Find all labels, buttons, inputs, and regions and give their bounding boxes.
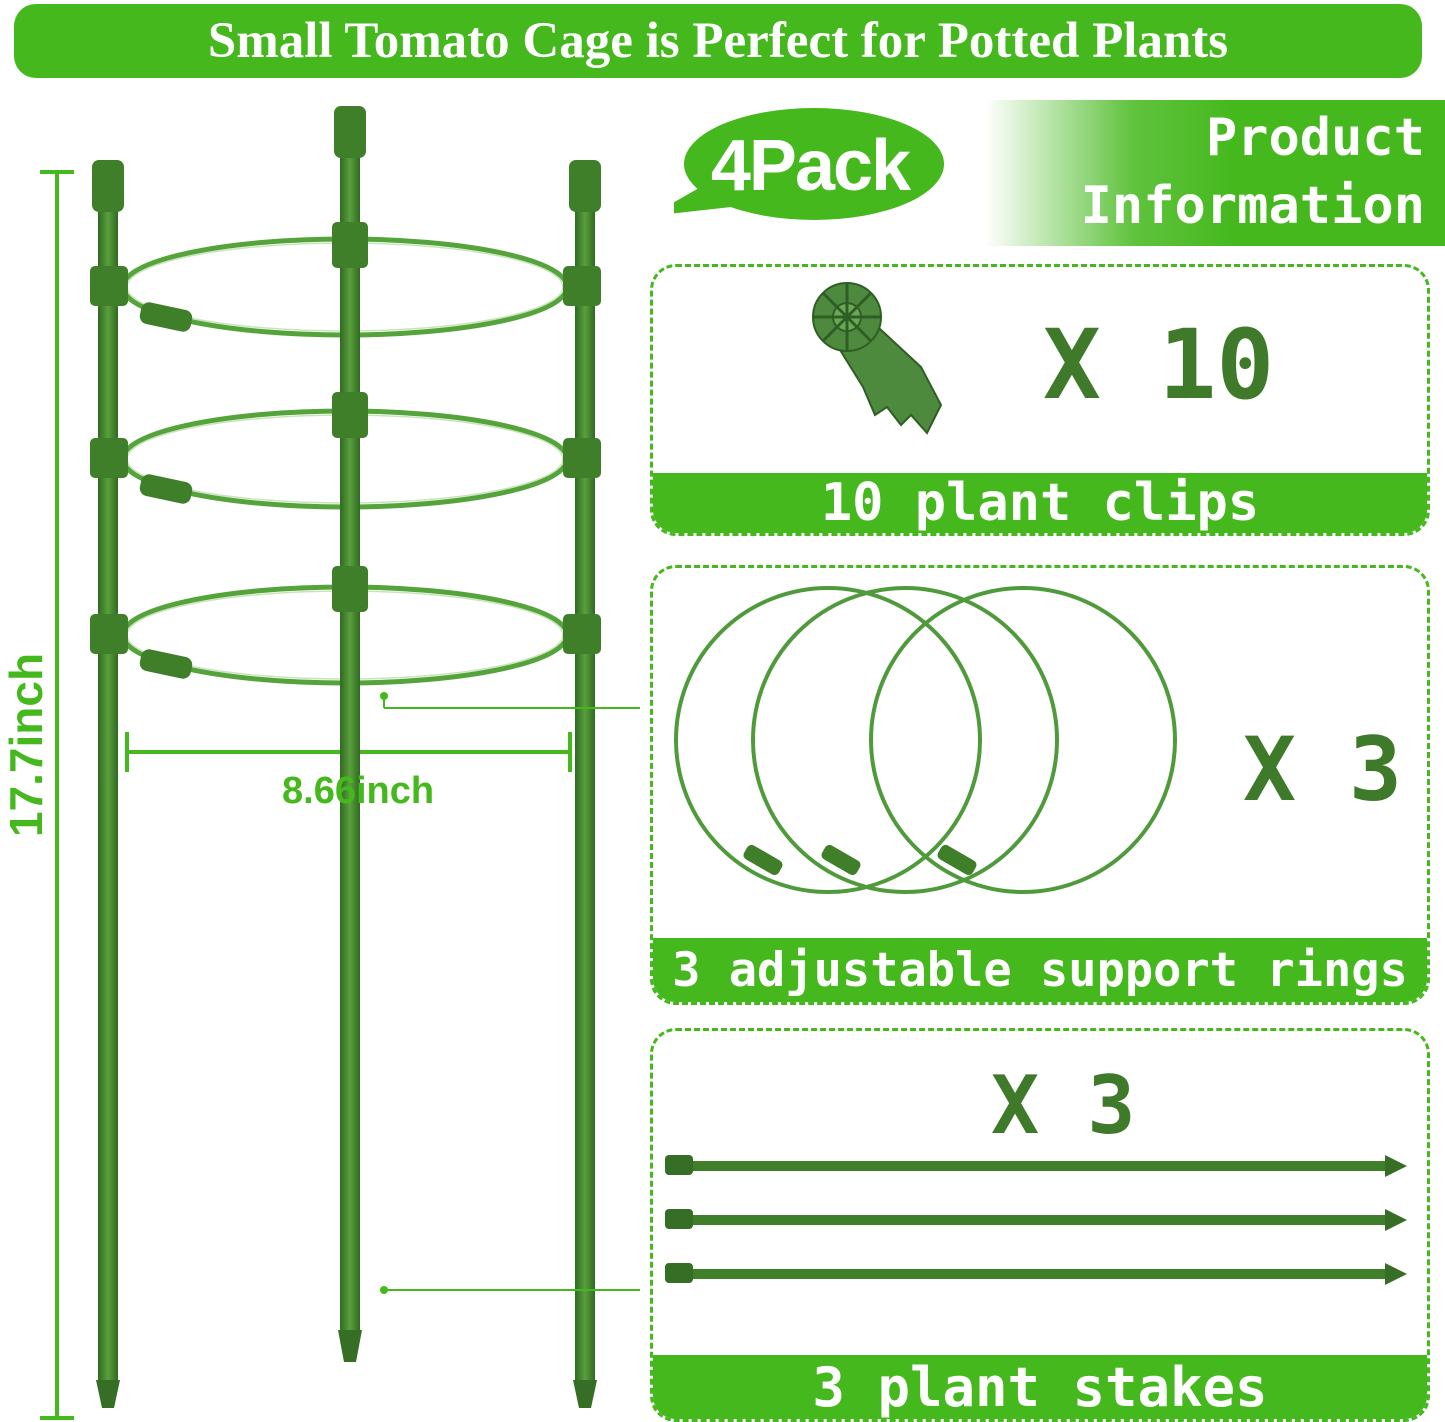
plant-clip-icon: [812, 282, 943, 435]
pack-bubble: [674, 108, 944, 220]
plant-clips-label: 10 plant clips: [653, 473, 1427, 533]
plant-stakes-panel: X 3 3 plant stakes: [650, 1028, 1430, 1422]
plant-stakes-quantity: X 3: [991, 1059, 1136, 1152]
product-info-line-2: Information: [1080, 176, 1425, 236]
support-rings-label: 3 adjustable support rings: [653, 938, 1427, 1002]
support-rings-quantity: X 3: [1243, 718, 1402, 821]
height-dimension-line: [40, 170, 74, 1420]
cage-stake-right: [569, 160, 601, 1408]
height-dimension-label: 17.7inch: [0, 652, 52, 838]
product-info-band: [985, 100, 1445, 246]
width-dimension-label: 8.66inch: [282, 770, 435, 812]
product-info-line-1: Product: [1205, 108, 1425, 168]
plant-stakes-label: 3 plant stakes: [653, 1355, 1427, 1419]
title-banner: Small Tomato Cage is Perfect for Potted …: [14, 4, 1422, 78]
cage-stake-left: [92, 160, 124, 1408]
plant-stake-icon-third: [665, 1263, 1407, 1285]
plant-stake-icon: [665, 1155, 1407, 1277]
support-ring-icon: [674, 586, 1177, 894]
pack-count-label: 4Pack: [710, 126, 911, 206]
cage-stake-center: [334, 106, 366, 1362]
tomato-cage-illustration: [40, 106, 640, 1420]
ring-clamps: [90, 222, 601, 679]
plant-clips-panel: X 10 10 plant clips: [650, 264, 1430, 536]
plant-clips-quantity: X 10: [1043, 309, 1275, 421]
banner-title: Small Tomato Cage is Perfect for Potted …: [207, 13, 1229, 69]
support-rings-panel: X 3 3 adjustable support rings: [650, 565, 1430, 1005]
pointer-lines: [380, 692, 640, 1294]
